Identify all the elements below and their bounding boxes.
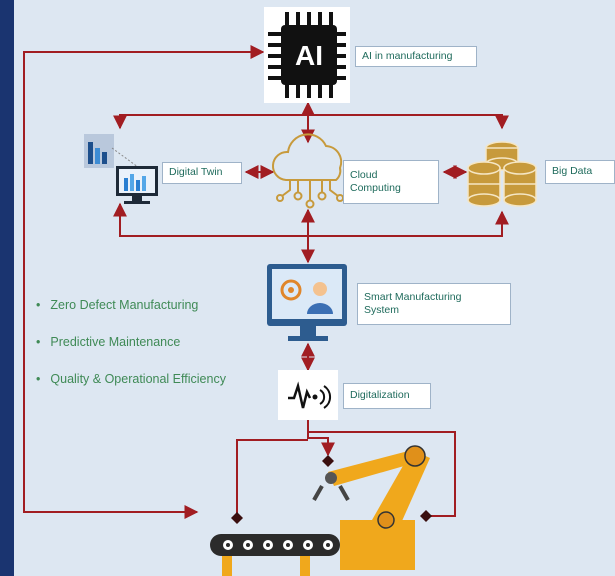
benefits-list: •Zero Defect Manufacturing •Predictive M… — [36, 298, 226, 409]
cloud-computing-icon — [271, 133, 344, 209]
cloud-label-line2: Computing — [350, 182, 401, 194]
cloud-label-line1: Cloud — [350, 168, 378, 181]
benefit-text: Predictive Maintenance — [50, 335, 181, 349]
digitalization-robot-connector — [307, 420, 335, 457]
robot-arm-conveyor-icon — [210, 445, 430, 576]
big-data-icon — [467, 141, 537, 207]
smart-label-line2: System — [364, 304, 400, 316]
benefit-text: Quality & Operational Efficiency — [50, 372, 226, 386]
benefit-item: •Zero Defect Manufacturing — [36, 298, 199, 312]
digitalization-robot-right-connector — [308, 431, 456, 517]
digitalization-robot-left-connector — [236, 439, 308, 516]
digital-twin-label: Digital Twin — [162, 162, 242, 184]
connector-lines — [23, 45, 509, 519]
benefit-text: Zero Defect Manufacturing — [50, 298, 199, 312]
ai-chip-icon — [264, 7, 350, 103]
digitalization-label: Digitalization — [343, 383, 431, 409]
ai-robot-connector — [23, 45, 265, 519]
ai-label: AI in manufacturing — [355, 46, 477, 67]
ai-chip-text: AI — [295, 40, 323, 71]
big-data-label: Big Data — [545, 160, 615, 184]
cloud-computing-label: Cloud Computing — [343, 160, 439, 204]
benefit-item: •Predictive Maintenance — [36, 335, 181, 349]
benefit-item: •Quality & Operational Efficiency — [36, 372, 226, 386]
digitalization-signal-icon — [278, 370, 338, 420]
smart-label-line1: Smart Manufacturing — [364, 290, 462, 303]
smart-manufacturing-label: Smart Manufacturing System — [357, 283, 511, 325]
top-distribution-connector — [113, 114, 509, 130]
connector-diamonds — [231, 455, 432, 524]
digital-twin-icon — [84, 134, 158, 204]
smart-manufacturing-monitor-icon — [267, 264, 347, 341]
